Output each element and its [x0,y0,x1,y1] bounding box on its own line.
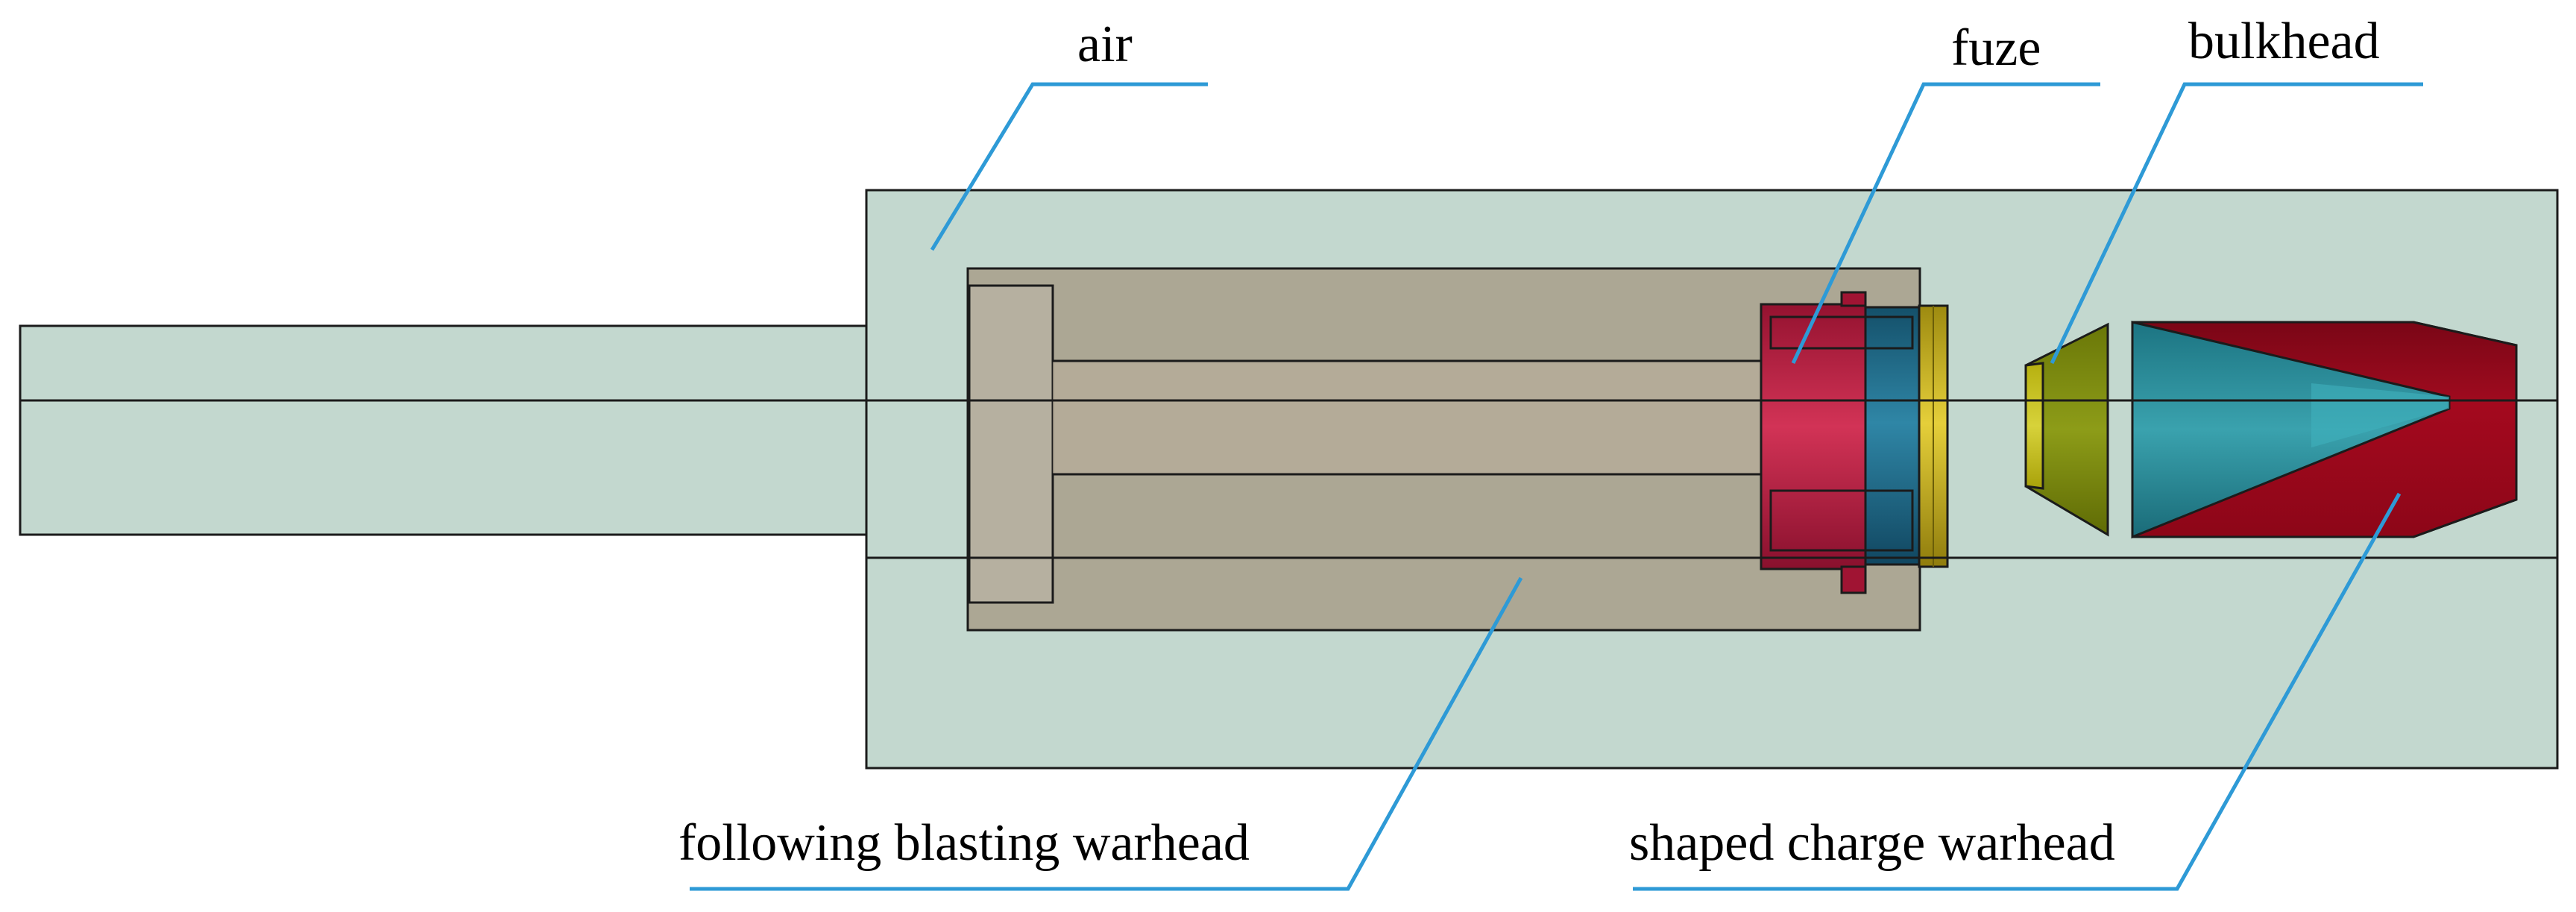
shaped-charge-leader-line [1633,492,2402,891]
shaped-charge-warhead [2131,321,2518,539]
bulkhead-plate [2024,322,2109,537]
shaped-charge-label: shaped charge warhead [1629,814,2115,872]
air-extension-column [19,324,868,536]
following-warhead-label: following blasting warhead [678,814,1250,872]
air-label: air [1077,16,1133,73]
fuze-assembly [1760,291,1949,594]
fuze-leader-line [1791,82,2100,365]
bulkhead-label: bulkhead [2188,13,2380,70]
bulkhead-leader-line [2050,82,2423,365]
air-leader-line [930,82,1208,251]
following-warhead-leader-line [690,576,1523,891]
fuze-label: fuze [1951,19,2041,77]
